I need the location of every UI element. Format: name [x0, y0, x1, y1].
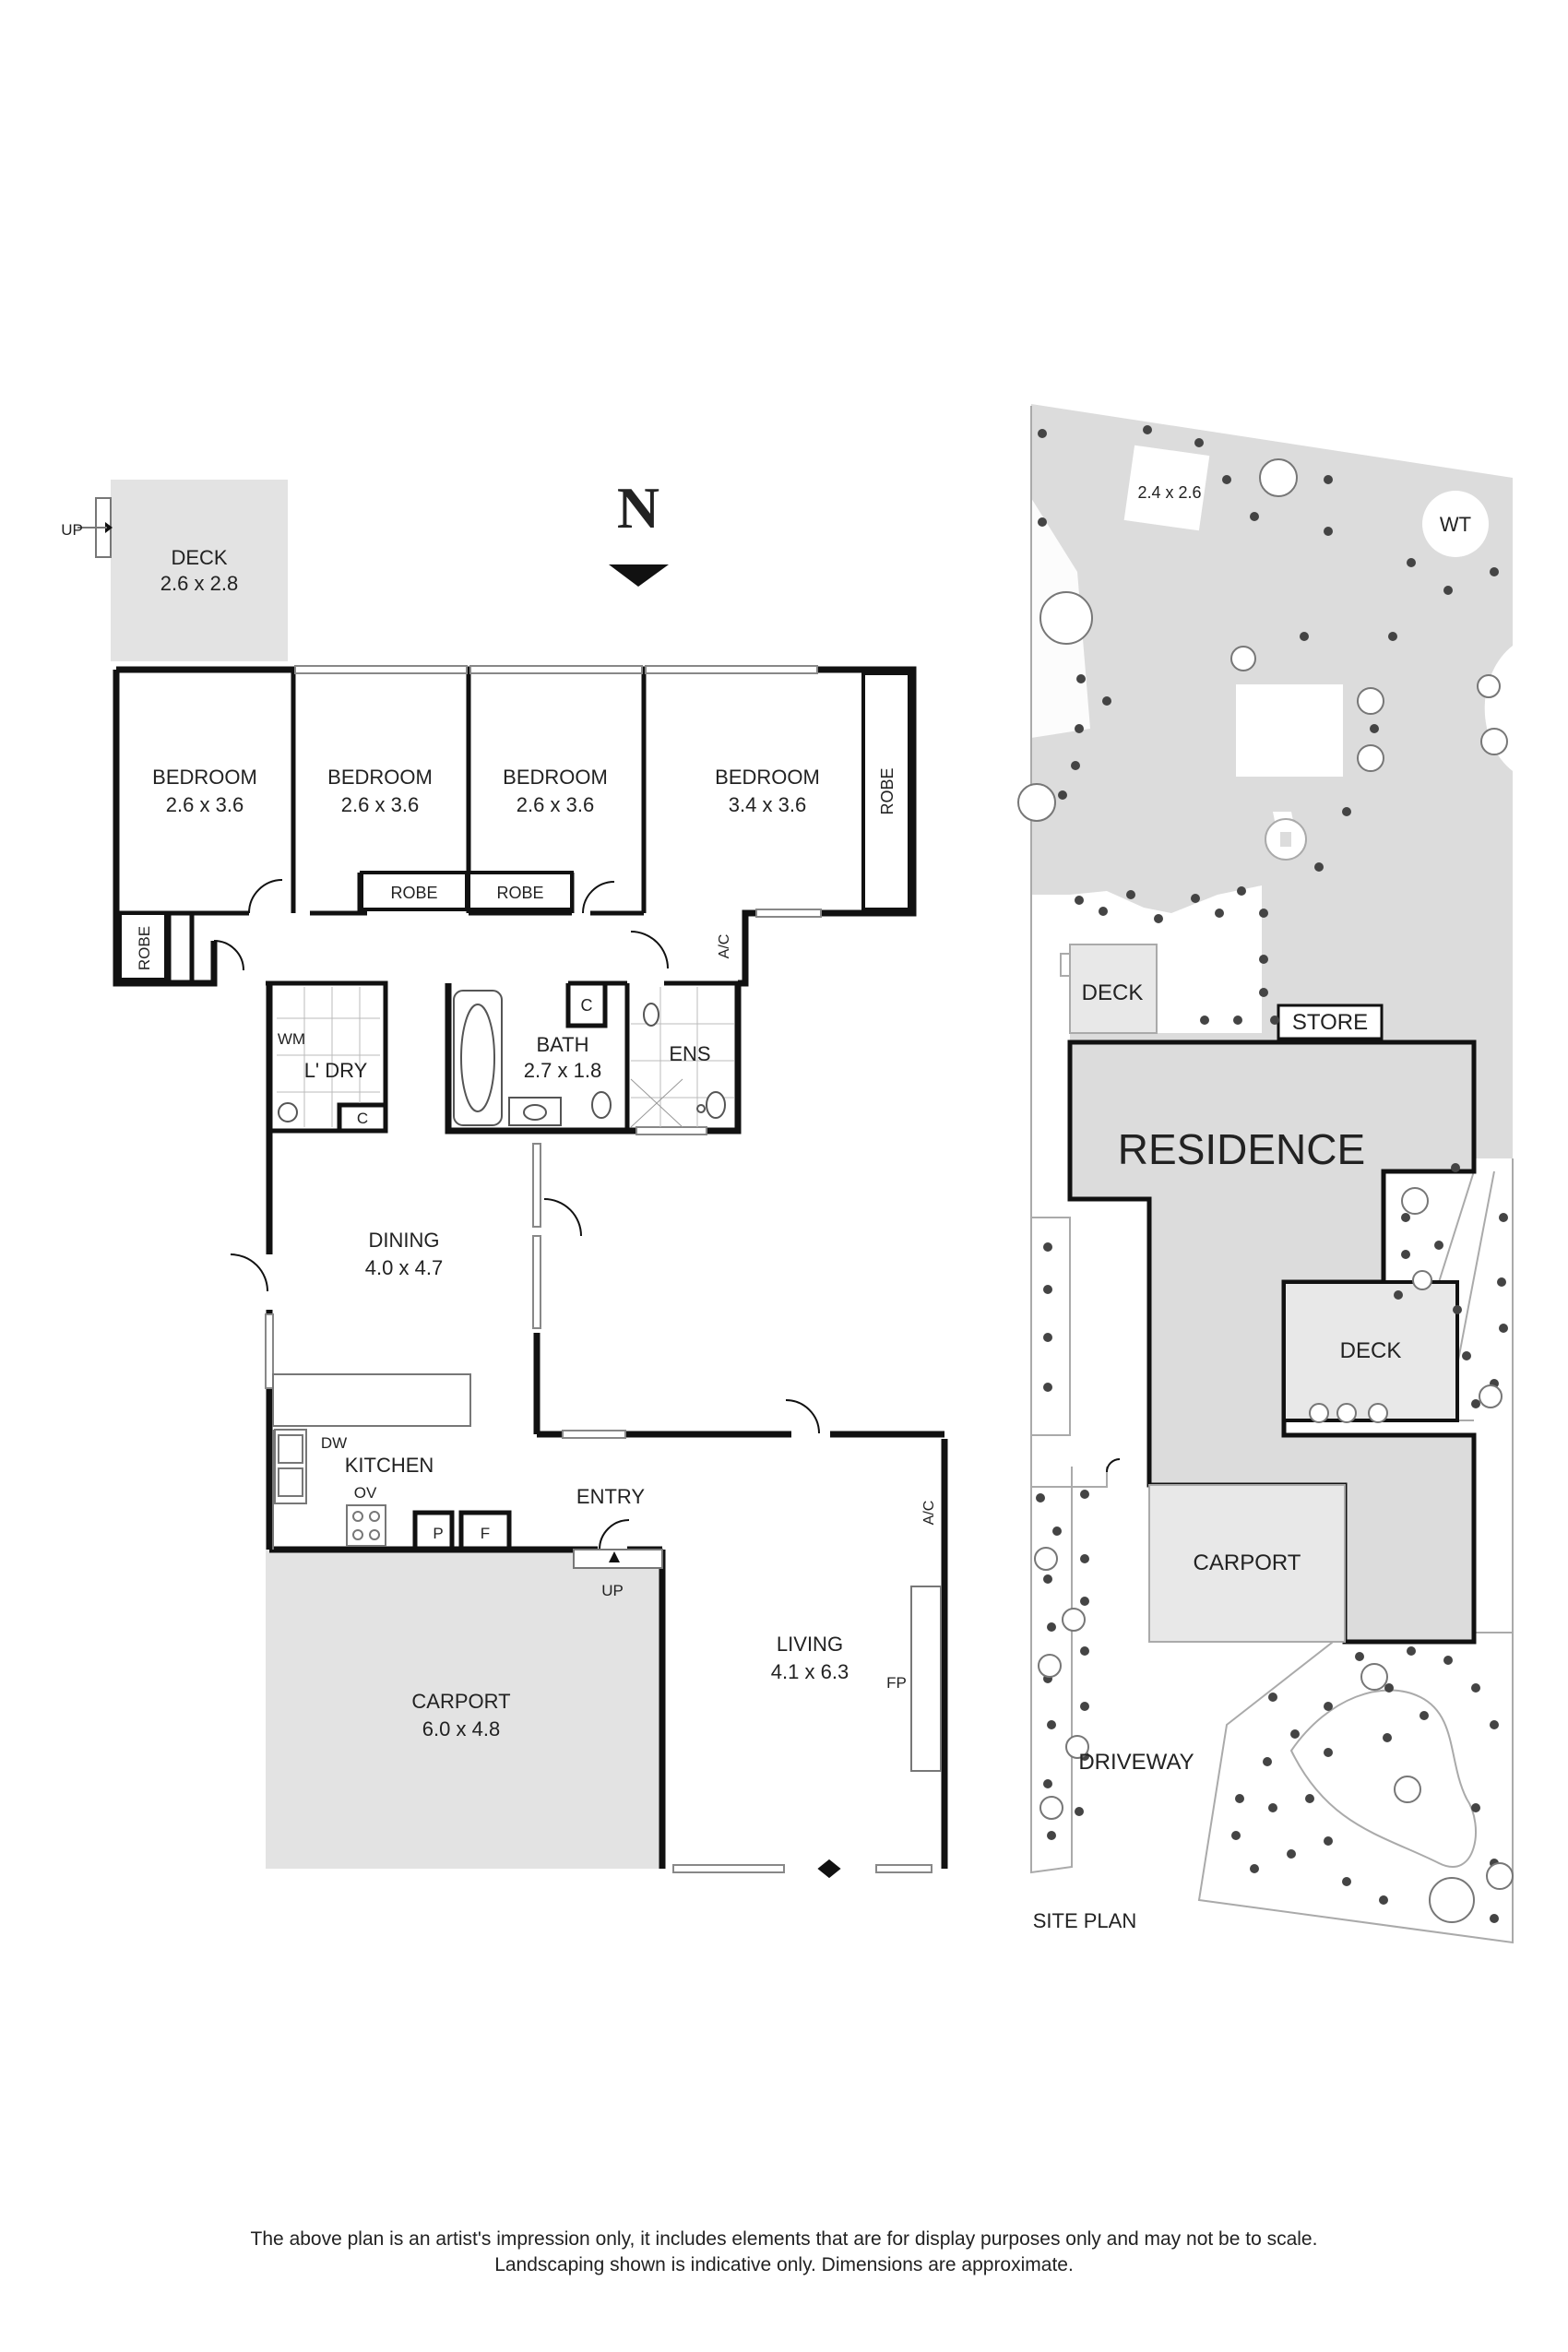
- site-plan-title: SITE PLAN: [1033, 1909, 1136, 1932]
- site-shed-label: 2.4 x 2.6: [1137, 483, 1201, 502]
- ac-top-label: A/C: [717, 934, 732, 959]
- bedroom4-label: BEDROOM: [715, 766, 820, 789]
- shed-2.4x2.6: [1123, 445, 1210, 531]
- kitchen-pantry-label: P: [433, 1525, 443, 1542]
- site-water-tank-label: WT: [1440, 513, 1471, 536]
- bath-dims: 2.7 x 1.8: [524, 1059, 601, 1082]
- living-dims: 4.1 x 6.3: [771, 1660, 849, 1683]
- site-store-label: STORE: [1292, 1010, 1368, 1035]
- fireplace: [910, 1586, 942, 1772]
- deck-top-area: [1069, 944, 1158, 1034]
- deck-mid-area: [1282, 1280, 1459, 1422]
- bedroom3-dims: 2.6 x 3.6: [517, 793, 594, 816]
- wall-north-west: [113, 670, 218, 987]
- store-area: [1277, 1004, 1384, 1040]
- living-ac-label: A/C: [921, 1501, 937, 1526]
- deck-up-arrow-icon: [105, 522, 113, 533]
- robe-left: [118, 911, 168, 981]
- floor-plan: N DECK 2.6 x 2.8 UP BEDROOM 2.6 x 3.6 BE…: [61, 475, 948, 1879]
- living-label: LIVING: [777, 1633, 843, 1656]
- entry-up-label: UP: [601, 1582, 624, 1599]
- kitchen-ov-label: OV: [354, 1484, 377, 1502]
- laundry-wm-label: WM: [278, 1030, 305, 1048]
- carport-site-area: [1148, 1484, 1346, 1643]
- site-residence-label: RESIDENCE: [1118, 1125, 1365, 1173]
- site-deck-mid-label: DECK: [1340, 1338, 1402, 1363]
- kitchen-bench: [272, 1373, 471, 1427]
- water-tank: [1422, 491, 1489, 557]
- carport-label: CARPORT: [411, 1690, 510, 1713]
- laundry-cupboard-label: C: [357, 1110, 368, 1127]
- bath-label: BATH: [536, 1033, 588, 1056]
- bedroom3-label: BEDROOM: [503, 766, 608, 789]
- site-carport-label: CARPORT: [1194, 1550, 1301, 1575]
- kitchen-dw-label: DW: [321, 1434, 347, 1452]
- robe-bedroom3-label: ROBE: [496, 884, 543, 902]
- entry-up-arrow-icon: [609, 1551, 620, 1562]
- kitchen-fridge-label: F: [481, 1525, 490, 1542]
- robe-bedroom3: [467, 871, 574, 911]
- dining-label: DINING: [369, 1229, 440, 1252]
- kitchen-sink: [274, 1429, 307, 1504]
- site-deck-top-label: DECK: [1082, 980, 1144, 1005]
- cooktop: [346, 1504, 386, 1547]
- residence-building: [1067, 1039, 1477, 1645]
- entry-label: ENTRY: [576, 1485, 645, 1508]
- robe-bedroom2-label: ROBE: [390, 884, 437, 902]
- bedroom4-dims: 3.4 x 3.6: [729, 793, 806, 816]
- robe-bedroom4-label: ROBE: [878, 767, 897, 814]
- north-letter: N: [617, 475, 659, 540]
- kitchen-label: KITCHEN: [345, 1454, 434, 1477]
- site-plan: 2.4 x 2.6 WT DECK STORE RESIDENCE DECK C…: [1017, 404, 1514, 1944]
- bedroom2-dims: 2.6 x 3.6: [341, 793, 419, 816]
- deck-dims: 2.6 x 2.8: [160, 572, 238, 595]
- laundry-tub: [278, 1102, 298, 1123]
- deck-area: [111, 480, 288, 661]
- bedroom1-label: BEDROOM: [152, 766, 257, 789]
- living-fp-label: FP: [886, 1674, 907, 1692]
- deck-up-label: UP: [61, 521, 83, 539]
- bedroom2-label: BEDROOM: [327, 766, 433, 789]
- toilet-bath: [591, 1091, 612, 1119]
- bedroom1-dims: 2.6 x 3.6: [166, 793, 244, 816]
- robe-left-label: ROBE: [136, 926, 153, 970]
- laundry-label: L' DRY: [304, 1059, 368, 1082]
- robe-bedroom4: [861, 671, 911, 911]
- site-driveway-label: DRIVEWAY: [1078, 1750, 1194, 1775]
- basin-ensuite: [643, 1003, 659, 1027]
- dining-dims: 4.0 x 4.7: [365, 1256, 443, 1279]
- deck-label: DECK: [171, 546, 227, 569]
- carport-dims: 6.0 x 4.8: [422, 1717, 500, 1740]
- disclaimer-line-2: Landscaping shown is indicative only. Di…: [494, 2254, 1074, 2275]
- toilet-ensuite: [706, 1091, 726, 1119]
- vanity-bath: [508, 1097, 562, 1126]
- carport-area: [266, 1550, 662, 1869]
- disclaimer-line-1: The above plan is an artist's impression…: [250, 2228, 1318, 2250]
- bath-cupboard-label: C: [581, 996, 593, 1015]
- wall-bath-block: [445, 983, 742, 1134]
- yard-pad: [1236, 684, 1343, 777]
- north-arrow-icon: [609, 564, 669, 587]
- ensuite-label: ENS: [669, 1042, 710, 1065]
- wall-north: [116, 666, 917, 987]
